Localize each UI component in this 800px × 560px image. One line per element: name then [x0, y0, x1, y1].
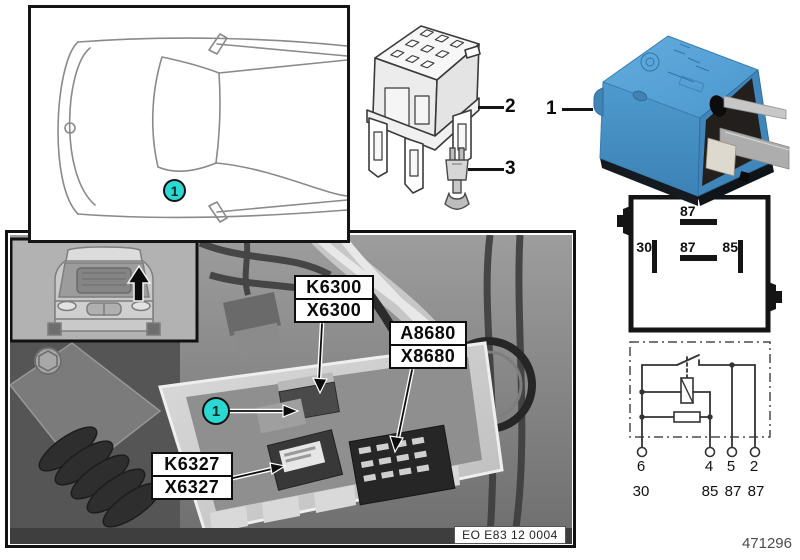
terminal-5-label: 5 — [727, 458, 735, 475]
relay-base-shadow — [600, 158, 698, 206]
photo-item-marker[interactable]: 1 — [202, 397, 230, 425]
label-x8680-text: X8680 — [391, 344, 465, 367]
callout-1-leader — [562, 108, 593, 111]
arrow-to-relay — [226, 404, 300, 418]
pin-name-30-label: 30 — [633, 483, 650, 500]
relay-photo — [593, 35, 790, 206]
photo-wiring-scenery — [10, 235, 572, 544]
pin-85-bar — [738, 240, 743, 273]
car-mirror-right — [208, 201, 228, 223]
relay-latch-bump — [632, 90, 648, 102]
pin-diagram-left-tab — [617, 205, 633, 237]
pin-name-85-label: 85 — [702, 483, 719, 500]
photo-stamp: EO E83 12 0004 — [454, 526, 566, 544]
pin-diagram-frame — [628, 195, 771, 333]
schematic-boundary — [629, 341, 771, 438]
callout-2-socket[interactable]: 2 — [505, 96, 516, 117]
car-hood-nozzle — [64, 122, 76, 134]
pin-85-label: 85 — [722, 239, 738, 255]
label-x6327-text: X6327 — [153, 475, 231, 498]
callout-2-leader — [478, 106, 504, 109]
label-box-k6300: K6300 X6300 — [294, 275, 374, 323]
car-roof-line-bottom — [216, 199, 347, 213]
socket-mounting-legs — [368, 109, 472, 194]
pin-87-mid-bar — [680, 255, 717, 261]
socket-window-2 — [414, 95, 430, 125]
terminal-2-label: 2 — [750, 458, 758, 475]
schematic-terminal-circles — [636, 446, 761, 458]
pin-diagram-right-tab — [766, 281, 782, 313]
callout-1-relay[interactable]: 1 — [546, 98, 557, 119]
crimp-pin-drawing — [444, 147, 470, 210]
pin-87-top-bar — [680, 219, 717, 225]
car-location-panel — [28, 5, 350, 243]
pin-30-bar — [652, 240, 657, 273]
socket-terminal-slots — [390, 29, 465, 69]
pin-name-87a-label: 87 — [725, 483, 742, 500]
callout-3-leader — [468, 168, 504, 171]
car-body-top-line — [77, 37, 347, 47]
car-location-marker[interactable]: 1 — [163, 179, 186, 202]
car-front-bumper-line — [57, 41, 79, 215]
relay-circuit-schematic: 6 4 5 2 30 85 87 87 — [629, 341, 771, 500]
car-roof-line-top — [216, 43, 347, 57]
relay-print-marks — [640, 43, 710, 93]
schematic-junction-dots — [639, 362, 735, 420]
photo-leader-arrows — [226, 321, 415, 481]
relay-pin-diagram: 87 30 87 85 — [617, 195, 782, 333]
label-k6300-text: K6300 — [306, 277, 362, 297]
pin-87-mid-label: 87 — [680, 239, 696, 255]
relay-clip-tab — [593, 87, 604, 117]
arrow-k6327 — [230, 462, 287, 481]
label-box-k6327: K6327 X6327 — [151, 452, 233, 500]
terminal-6-label: 6 — [637, 458, 645, 475]
pin-30-label: 30 — [636, 239, 652, 255]
inset-up-arrow-icon — [126, 264, 152, 302]
car-mirror-left — [208, 33, 228, 55]
photo-inset-hood-view — [10, 237, 199, 343]
car-topview-drawing — [57, 33, 347, 223]
relay-socket-drawing — [366, 25, 481, 210]
engine-bay-photo-panel — [5, 230, 576, 548]
arrow-a8680 — [389, 367, 415, 454]
pin-name-87b-label: 87 — [748, 483, 765, 500]
document-number: 471296 — [741, 535, 792, 552]
car-window-line-top — [218, 59, 347, 74]
car-hood-line — [68, 47, 96, 206]
engine-bay-photo — [10, 235, 572, 544]
car-window-line-bottom — [215, 162, 347, 197]
terminal-4-label: 4 — [705, 458, 713, 475]
relay-base-shadow-right — [698, 162, 774, 206]
label-k6327-text: K6327 — [164, 454, 220, 474]
callout-3-pin[interactable]: 3 — [505, 158, 516, 179]
schematic-circuit-lines — [641, 354, 756, 449]
label-a8680-text: A8680 — [400, 323, 456, 343]
arrow-k6300 — [312, 321, 328, 395]
pin-87-top-label: 87 — [680, 203, 696, 219]
car-body-bottom-line — [77, 209, 347, 219]
label-x6300-text: X6300 — [296, 298, 372, 321]
socket-latch-tab — [464, 45, 481, 59]
relay-terminals — [705, 95, 790, 183]
label-box-a8680: A8680 X8680 — [389, 321, 467, 369]
car-windshield — [151, 56, 221, 172]
relay-socket-hole — [709, 95, 727, 117]
